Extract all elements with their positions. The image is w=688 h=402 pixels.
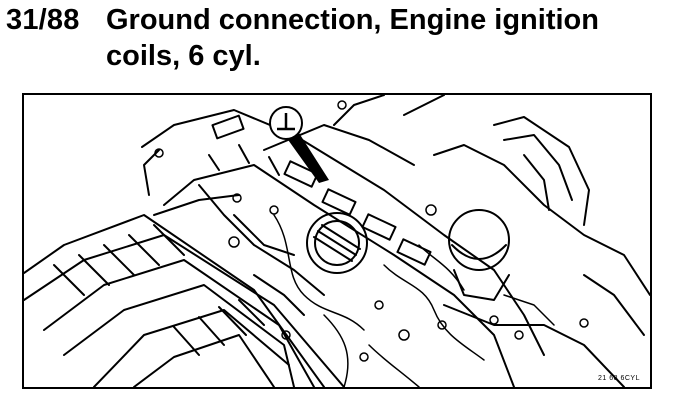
oil-filler-cap bbox=[306, 212, 368, 274]
page-title: Ground connection, Engine ignition coils… bbox=[106, 4, 599, 72]
bolts bbox=[154, 100, 589, 362]
ignition-coil-row bbox=[211, 114, 432, 316]
page-header: 31/88 Ground connection, Engine ignition… bbox=[6, 2, 682, 82]
coolant-reservoir bbox=[448, 209, 510, 301]
cylinder-head bbox=[141, 95, 545, 387]
engine-cover-right bbox=[433, 116, 650, 387]
hoses-and-wiring bbox=[273, 214, 555, 387]
engine-illustration-frame: 21 68 6CYL bbox=[22, 93, 652, 389]
ground-symbol-icon bbox=[277, 113, 295, 131]
figure-code: 21 68 6CYL bbox=[598, 375, 640, 382]
engine-bay-illustration bbox=[24, 95, 650, 387]
intake-manifold bbox=[24, 214, 345, 387]
page-reference: 31/88 bbox=[6, 4, 80, 36]
ground-connection-callout bbox=[269, 106, 329, 183]
